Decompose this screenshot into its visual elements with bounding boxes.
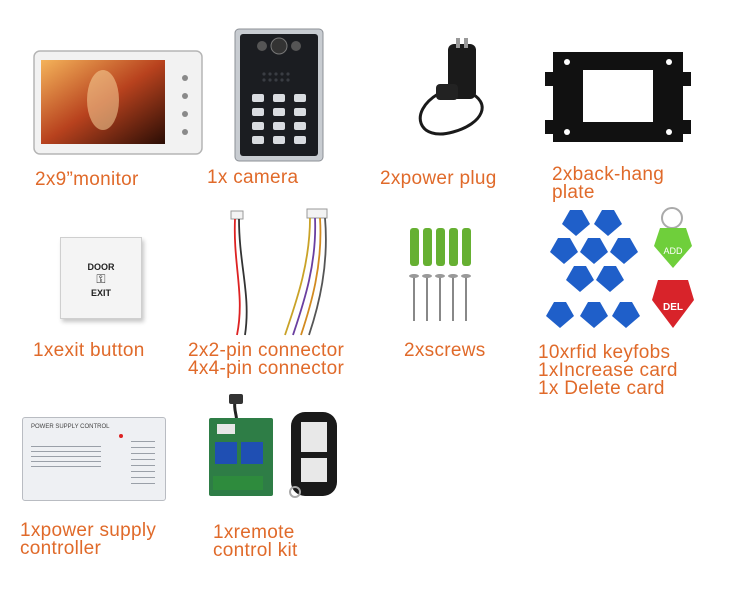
back-hang-plate-image (545, 52, 691, 142)
exit-button-label: 1xexit button (33, 340, 145, 361)
delete-card-text: DEL (663, 302, 683, 313)
monitor-image (33, 50, 203, 155)
power-supply-spec-lines (31, 442, 101, 468)
remote-control-kit-image (209, 394, 337, 498)
led-indicator (119, 434, 123, 438)
add-card-text: ADD (663, 246, 683, 256)
camera-label: 1x camera (207, 167, 299, 188)
screws-label: 2xscrews (404, 340, 486, 361)
key-icon: ⚿ (96, 272, 106, 286)
rfid-keyfobs-image: ADD DEL (546, 207, 694, 328)
exit-button-exit-text: EXIT (90, 288, 111, 298)
exit-button-image: DOOR ⚿ EXIT (60, 237, 142, 319)
camera-image (234, 28, 324, 162)
power-supply-title: POWER SUPPLY CONTROL (31, 424, 110, 430)
exit-button-door-text: DOOR (87, 262, 115, 272)
screws-image (409, 228, 471, 321)
power-plug-image (418, 38, 484, 136)
power-plug-label: 2xpower plug (380, 168, 497, 189)
power-supply-image: POWER SUPPLY CONTROL (22, 417, 166, 501)
monitor-label: 2x9”monitor (35, 169, 139, 190)
connector-image (230, 208, 328, 336)
power-supply-terminal-lines (131, 436, 155, 486)
